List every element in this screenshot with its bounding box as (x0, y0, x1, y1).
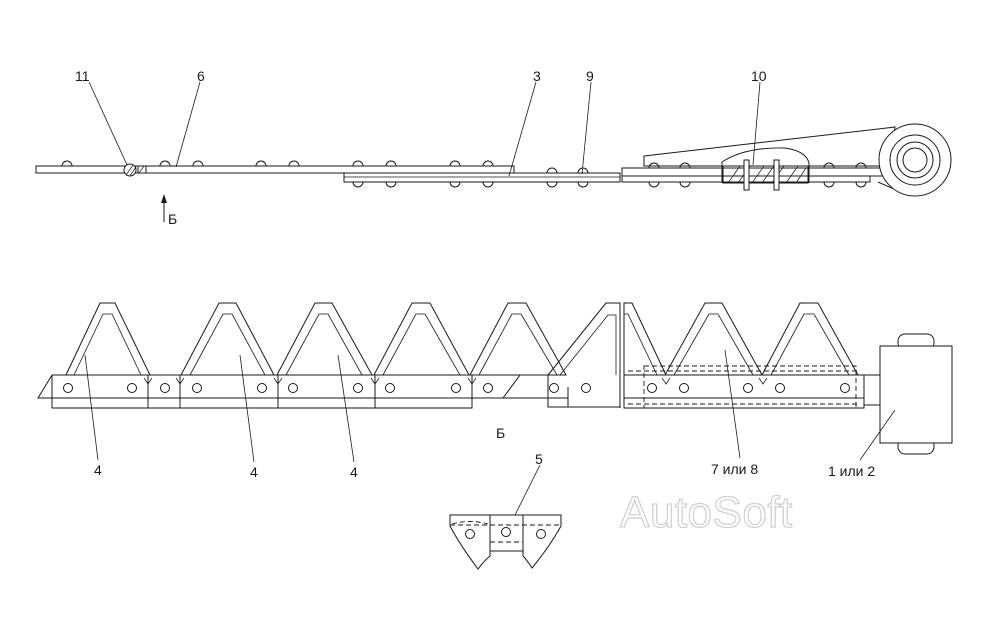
callout-3: 3 (533, 68, 541, 84)
callout-7-or-8: 7 или 8 (711, 461, 758, 477)
callout-4-right: 4 (350, 464, 358, 480)
callout-4-middle: 4 (250, 464, 258, 480)
callout-1-or-2: 1 или 2 (828, 463, 875, 479)
callout-5: 5 (535, 451, 543, 467)
knife-section (276, 302, 373, 376)
hidden-plate-7-8 (643, 365, 857, 409)
section-notches (143, 377, 768, 385)
plan-view-b: Б 4 4 4 7 или 8 1 или 2 (37, 302, 953, 480)
knife-section (469, 302, 567, 376)
view-b-arrow-label: Б (168, 211, 177, 227)
knife-back-bar-left (35, 165, 515, 174)
knife-back-bar-middle (343, 172, 621, 183)
part-10-insert (722, 165, 809, 184)
view-b-title: Б (496, 425, 505, 441)
knife-head-block (879, 333, 953, 455)
rivet-row-bottom (352, 181, 867, 188)
knife-section-half (547, 302, 621, 408)
side-view: Б 11 6 3 9 10 (35, 68, 952, 227)
knife-section (373, 302, 470, 376)
knife-right-segment (619, 302, 880, 409)
callout-9: 9 (586, 68, 594, 84)
callout-10: 10 (751, 68, 767, 84)
knife-back-bar-right (621, 167, 885, 177)
callout-6: 6 (197, 68, 205, 84)
knife-sections (65, 302, 621, 408)
detail-part-5: 5 (449, 451, 562, 570)
rivet-row-top (61, 160, 867, 174)
rivet-holes (63, 383, 850, 393)
knife-section (65, 302, 151, 376)
callout-4-left: 4 (94, 462, 102, 478)
knife-head-plate (643, 126, 896, 167)
callout-11: 11 (75, 68, 90, 84)
watermark-logo: AutoSoft (620, 488, 793, 537)
hatch-pattern (727, 165, 807, 184)
